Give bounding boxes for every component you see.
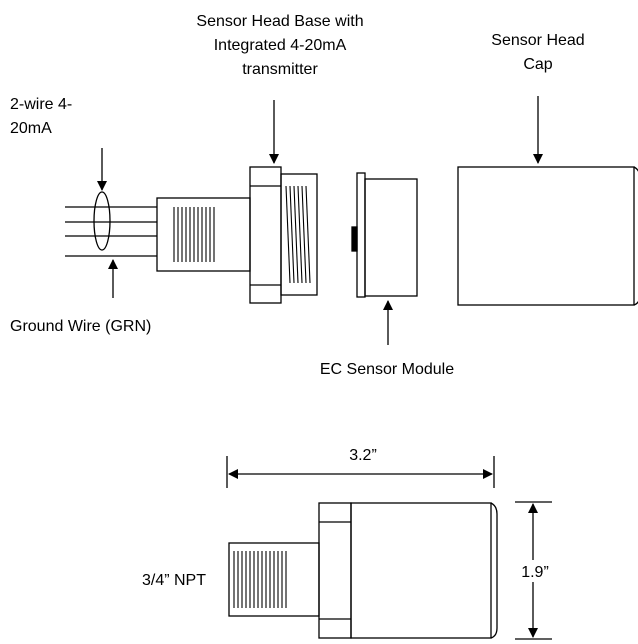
cap-label-2: Cap [523,56,552,73]
ec-module-label: EC Sensor Module [320,361,454,378]
height-label: 1.9” [521,564,549,581]
cap-label-1: Sensor Head [491,32,584,49]
wire-label-1: 2-wire 4- [10,96,72,113]
assembled-thread [228,542,320,617]
exploded-view [65,96,638,345]
base-hex [249,166,282,304]
head-base-label-1: Sensor Head Base with [196,13,363,30]
wire-label-2: 20mA [10,120,52,137]
assembled-hex [318,502,352,639]
base-upper-thread [280,173,318,296]
head-base-label-2: Integrated 4-20mA [214,37,347,54]
head-base-label-3: transmitter [242,61,318,78]
assembled-view [226,456,552,640]
thread-size-label: 3/4” NPT [142,572,206,589]
ground-wire-label: Ground Wire (GRN) [10,318,151,335]
cable-jacket-ellipse [93,191,111,251]
ec-sensor-module-shape [351,172,418,298]
sensor-cap-shape [457,166,638,306]
assembled-cap [350,502,498,639]
cable-wires [65,206,157,257]
length-label: 3.2” [349,447,377,464]
assembled-labels: 3.2” 1.9” 3/4” NPT [142,447,551,589]
exploded-labels: Sensor Head Base with Integrated 4-20mA … [10,13,585,378]
length-dimension [226,456,495,488]
base-thread [156,197,251,272]
